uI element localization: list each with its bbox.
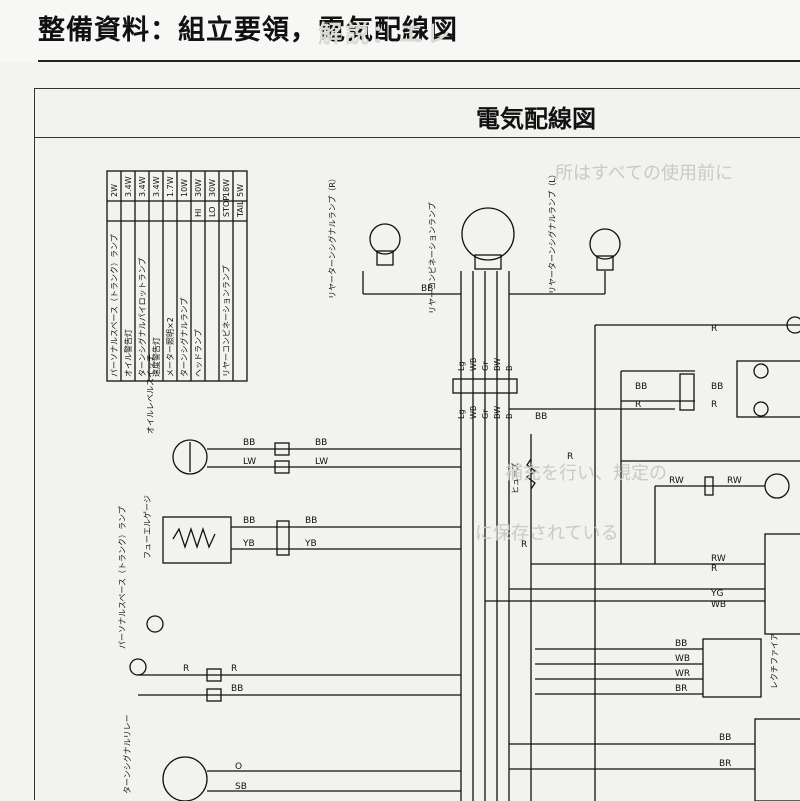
personal-space-lamp: パーソナルスペース（トランク）ランプ R R BB xyxy=(118,506,461,702)
page-title: 整備資料：組立要領，電気配線図 xyxy=(38,15,458,46)
wire-r-7: R xyxy=(567,452,573,462)
bulb-table-watt: 3.4W xyxy=(138,176,147,197)
wire-r-5: R xyxy=(635,400,641,410)
bleed-through-text: 所はすべての使用前に 補充を行い、規定の に保存されている xyxy=(475,163,733,544)
wire-br-2: BR xyxy=(719,759,731,769)
wire-rw-3: RW xyxy=(711,554,726,564)
bulb-table-name: オイル警告灯 xyxy=(123,329,133,377)
rear-turn-l-label: リヤーターンシグナルランプ（L） xyxy=(547,170,557,294)
fuse-label: ヒューズ xyxy=(510,462,520,494)
bulb-table-name: 速度警告灯 xyxy=(151,337,161,377)
wire-r-2: R xyxy=(231,664,237,674)
diagram-title-bar: 電気配線図 xyxy=(35,89,800,138)
wiring-diagram: 2W パーソナルスペース（トランク）ランプ 3.4W オイル警告灯 3.4W ターンシグナ… xyxy=(106,163,800,801)
diagram-title: 電気配線図 xyxy=(476,105,596,133)
bundle-wire-label: BW xyxy=(493,406,502,419)
wire-sb: SB xyxy=(235,782,247,792)
page-header: 整備資料：組立要領，電気配線図 解説：エレ xyxy=(0,0,800,62)
wire-bb-2: BB xyxy=(315,438,327,448)
bundle-wire-label: Lg xyxy=(457,361,466,371)
bulb-table-mode: TAIL xyxy=(236,200,245,218)
wire-rw-2: RW xyxy=(727,476,742,486)
wire-r-3: R xyxy=(521,540,527,550)
bulb-table-name: リヤーコンビネーションランプ xyxy=(222,265,231,377)
wire-rw-1: RW xyxy=(669,476,684,486)
wire-r-6: R xyxy=(711,400,717,410)
bundle-wire-label: BW xyxy=(493,358,502,371)
bulb-table-watt: 18W xyxy=(222,179,231,197)
rear-turn-r-label: リヤーターンシグナルランプ（R） xyxy=(327,174,337,299)
wire-bb-10: BB xyxy=(719,733,731,743)
wire-br: BR xyxy=(675,684,687,694)
bulb-table-watt: 10W xyxy=(180,179,189,197)
bulb-table-watt: 1.7W xyxy=(166,176,175,197)
wire-r-8: R xyxy=(711,564,717,574)
bundle-wire-label: B xyxy=(505,366,514,372)
turn-relay-label: ターンシグナルリレー xyxy=(122,714,132,794)
wire-bb-top: BB xyxy=(421,284,433,294)
wire-bb-7: BB xyxy=(635,382,647,392)
wire-yg: YG xyxy=(710,589,723,599)
wire-r-1: R xyxy=(183,664,189,674)
wiring-diagram-panel: 電気配線図 2W パーソナルスペース（トランク）ランプ 3.4W オイル警告灯 3.4W… xyxy=(34,88,800,801)
wire-bb-4: BB xyxy=(305,516,317,526)
wire-bb-8: BB xyxy=(711,382,723,392)
rear-combination-label: リヤーコンビネーションランプ xyxy=(428,202,437,314)
bundle-wire-label: B xyxy=(505,414,514,420)
wire-lw-2: LW xyxy=(315,457,328,467)
rear-turn-signal-l-bulb: リヤーターンシグナルランプ（L） xyxy=(547,170,621,294)
rectifier-label: レクチファイア xyxy=(770,633,779,689)
wire-wr: WR xyxy=(675,669,690,679)
svg-text:所はすべての使用前に: 所はすべての使用前に xyxy=(555,163,733,184)
bulb-table-mode: HI xyxy=(194,209,203,217)
bundle-wire-label: WB xyxy=(469,358,478,371)
wire-wb: WB xyxy=(711,600,726,610)
fuel-gauge: フューエルゲージ BB BB YB YB xyxy=(142,495,461,564)
bulb-table-name: パーソナルスペース（トランク）ランプ xyxy=(110,234,119,377)
oil-level-switch-label: オイルレベルスイッチ xyxy=(146,354,155,434)
bulb-table-name: ターンシグナルランプ xyxy=(179,298,189,377)
bundle-wire-label: WB xyxy=(469,406,478,419)
header-rule xyxy=(38,60,800,62)
wire-bb-3: BB xyxy=(243,516,255,526)
bundle-wire-label: Gr xyxy=(481,409,490,419)
bulb-table-watt: 5W xyxy=(236,184,245,197)
bulb-table-watt: 30W xyxy=(208,179,217,197)
fuel-gauge-label: フューエルゲージ xyxy=(142,495,152,559)
bulb-table: 2W パーソナルスペース（トランク）ランプ 3.4W オイル警告灯 3.4W ターンシグナ… xyxy=(106,170,248,382)
wire-yb-2: YB xyxy=(304,539,317,549)
oil-level-switch: オイルレベルスイッチ BB BB LW LW xyxy=(146,354,461,475)
bulb-table-watt: 2W xyxy=(110,184,119,197)
wire-wb-2: WB xyxy=(675,654,690,664)
fuse-circuit: ヒューズ R BB R BB BB R R R RW RW xyxy=(485,316,800,801)
ghost-heading: 解説：エレ xyxy=(318,20,453,48)
bulb-table-name: メーター照明×2 xyxy=(166,317,175,377)
wire-r-4: R xyxy=(711,324,717,334)
bulb-table-watt: 3.4W xyxy=(152,176,161,197)
bulb-table-watt: 3.4W xyxy=(124,176,133,197)
rear-combination-bulb: リヤーコンビネーションランプ xyxy=(428,202,515,314)
bulb-table-mode: STOP xyxy=(222,196,231,217)
wire-bb-6: BB xyxy=(535,412,547,422)
wire-bb-5: BB xyxy=(231,684,243,694)
bundle-wire-label: Lg xyxy=(457,409,466,419)
bulb-table-name: ターンシグナルパイロットランプ xyxy=(137,258,147,377)
bulb-table-name: ヘッドランプ xyxy=(194,329,203,377)
svg-text:補充を行い、規定の: 補充を行い、規定の xyxy=(505,463,667,484)
turn-signal-relay: ターンシグナルリレー O SB xyxy=(122,714,461,801)
bulb-table-watt: 30W xyxy=(194,179,203,197)
bulb-table-mode: LO xyxy=(208,207,217,217)
svg-text:に保存されている: に保存されている xyxy=(475,523,618,544)
wire-yb-1: YB xyxy=(242,539,255,549)
wire-lw-1: LW xyxy=(243,457,256,467)
rear-turn-signal-r-bulb: リヤーターンシグナルランプ（R） xyxy=(327,174,401,299)
wire-bb-9: BB xyxy=(675,639,687,649)
wire-bb-1: BB xyxy=(243,438,255,448)
wire-o: O xyxy=(235,762,242,772)
bundle-wire-label: Gr xyxy=(481,361,490,371)
personal-space-lamp-label: パーソナルスペース（トランク）ランプ xyxy=(118,506,127,649)
